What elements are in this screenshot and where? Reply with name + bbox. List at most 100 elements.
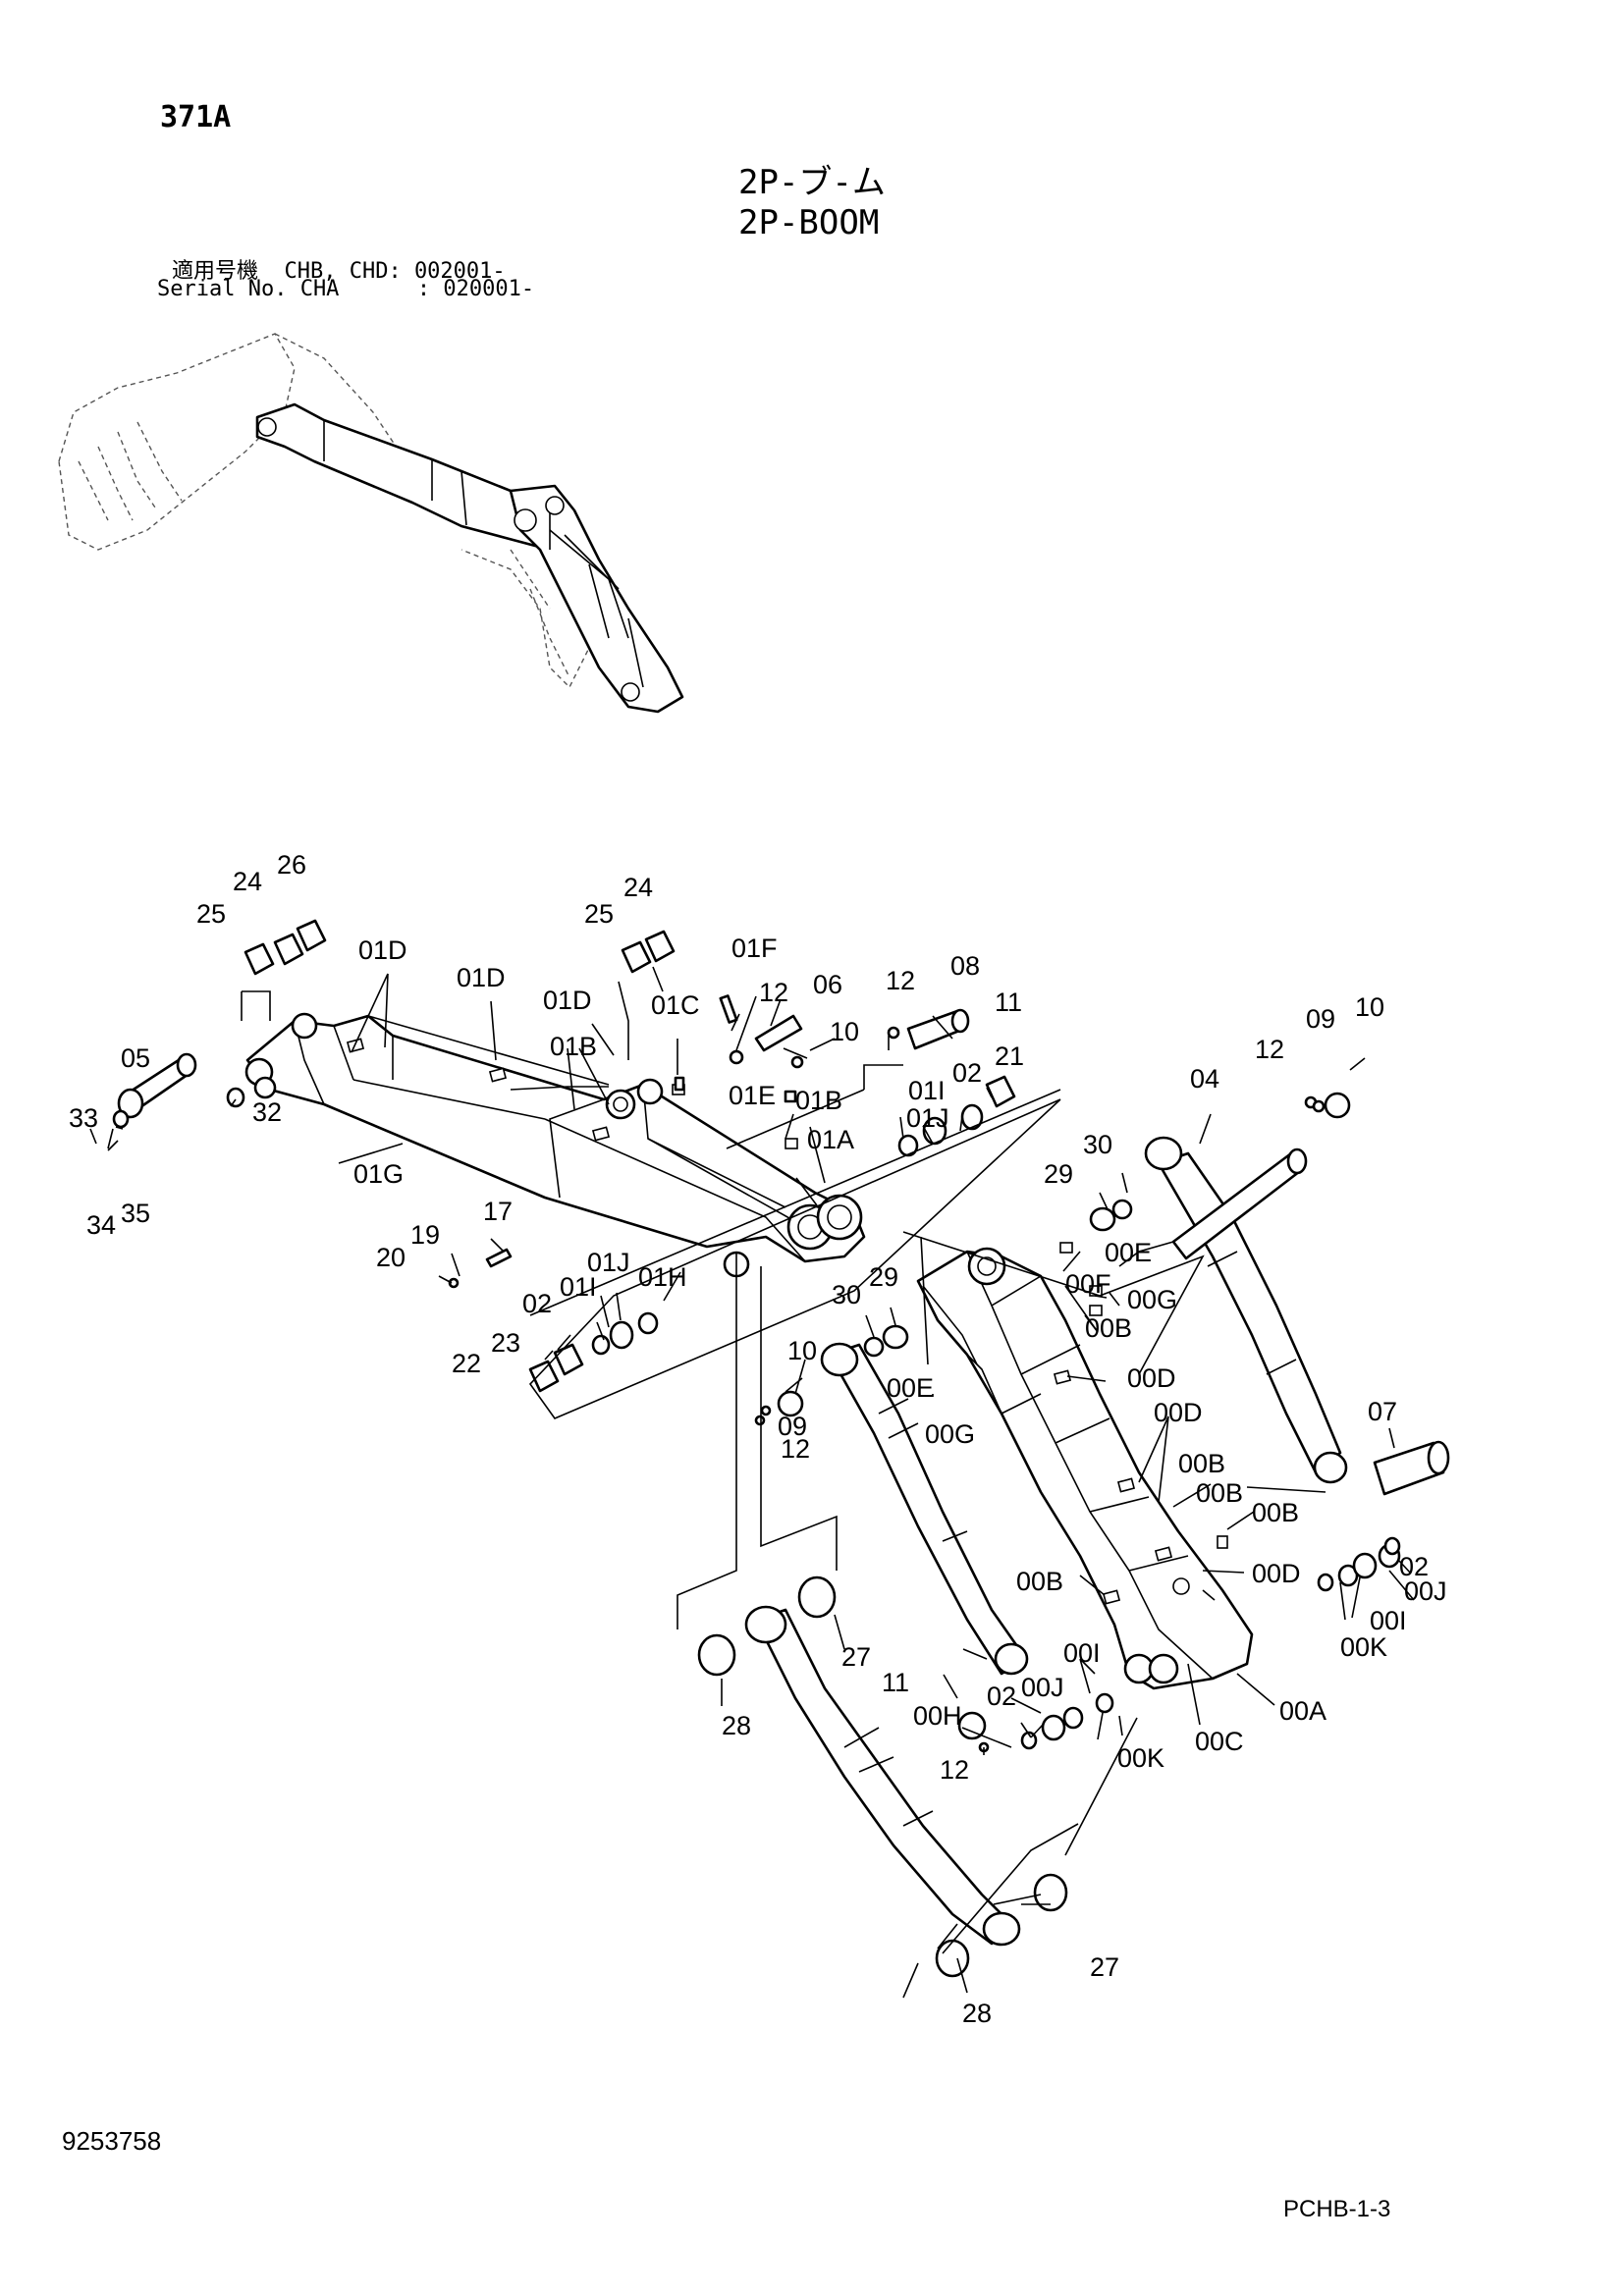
- pin-05: [117, 1052, 197, 1119]
- callout-label: 11: [995, 988, 1022, 1017]
- callout-label: 01C: [651, 990, 700, 1020]
- callout-label: 00E: [1105, 1238, 1152, 1267]
- callout-label: 01D: [543, 986, 592, 1015]
- callout-label: 20: [376, 1243, 406, 1272]
- callout-label: 34: [86, 1210, 116, 1240]
- callout-label: 00C: [1195, 1727, 1244, 1756]
- callout-label: 10: [1355, 992, 1384, 1022]
- callout-label: 00F: [1065, 1269, 1111, 1299]
- callout-label: 33: [69, 1103, 98, 1133]
- bushings-washers: [112, 994, 1401, 1753]
- title-japanese: 2P-ブ-ム: [738, 163, 886, 202]
- callout-label: 26: [277, 850, 306, 880]
- serial-applicability-line-2: Serial No. CHA : 020001-: [157, 277, 535, 301]
- callout-label: 01H: [638, 1262, 687, 1292]
- callout-label: 12: [940, 1755, 969, 1785]
- callout-label: 02: [1399, 1552, 1429, 1581]
- second-boom-00A: [916, 1242, 1254, 1690]
- callout-label: 19: [410, 1220, 440, 1250]
- callout-label: 23: [491, 1328, 520, 1358]
- callout-label: 21: [995, 1041, 1024, 1071]
- callout-label: 01D: [358, 935, 407, 965]
- callout-label: 00E: [887, 1373, 934, 1403]
- callout-label: 00B: [1178, 1449, 1225, 1478]
- hydraulic-cylinder-middle: [820, 1342, 1029, 1676]
- page-reference: PCHB-1-3: [1283, 2196, 1391, 2222]
- callout-label: 01B: [795, 1086, 842, 1115]
- callout-label: 10: [830, 1017, 859, 1046]
- callout-label: 00I: [1063, 1638, 1101, 1668]
- leader-lines: [107, 973, 1415, 1994]
- callout-label: 10: [787, 1336, 817, 1365]
- callout-label: 00H: [913, 1701, 962, 1731]
- callout-label: 25: [584, 899, 614, 929]
- callout-label: 00J: [1021, 1673, 1064, 1702]
- callout-label: 04: [1190, 1064, 1219, 1094]
- callout-label: 30: [1083, 1130, 1112, 1159]
- callout-labels: 26 24 25 01D 01D 25 24 01F 12 06 12 08 1…: [69, 850, 1447, 2028]
- title-english: 2P-BOOM: [738, 203, 880, 242]
- callout-label: 00K: [1340, 1632, 1387, 1662]
- callout-label: 12: [781, 1434, 810, 1464]
- callout-label: 01I: [560, 1272, 597, 1302]
- callout-label: 01J: [906, 1103, 949, 1133]
- callout-label: 00D: [1154, 1398, 1203, 1427]
- callout-label: 07: [1368, 1397, 1397, 1426]
- callout-label: 00D: [1127, 1363, 1176, 1393]
- callout-label: 02: [952, 1058, 982, 1088]
- callout-label: 01B: [550, 1032, 597, 1061]
- callout-label: 01I: [908, 1076, 946, 1105]
- callout-label: 12: [1255, 1035, 1284, 1064]
- page-code: 371A: [160, 100, 232, 134]
- pin-07: [1373, 1440, 1450, 1496]
- callout-label: 01J: [587, 1248, 630, 1277]
- callout-label: 00B: [1085, 1313, 1132, 1343]
- callout-label: 09: [778, 1412, 807, 1441]
- main-boom-01A: [244, 1012, 866, 1278]
- drawing-number: 9253758: [62, 2126, 162, 2156]
- callout-label: 00B: [1252, 1498, 1299, 1527]
- pin-06: [754, 1014, 803, 1052]
- callout-label: 25: [196, 899, 226, 929]
- callout-label: 00G: [925, 1419, 975, 1449]
- callout-label: 02: [987, 1682, 1016, 1711]
- callout-label: 06: [813, 970, 842, 999]
- callout-label: 00J: [1404, 1576, 1447, 1606]
- callout-label: 01D: [457, 963, 506, 992]
- callout-label: 00I: [1370, 1606, 1407, 1635]
- callout-label: 32: [252, 1097, 282, 1127]
- callout-label: 30: [832, 1280, 861, 1309]
- callout-label: 00B: [1196, 1478, 1243, 1508]
- callout-label: 27: [841, 1642, 871, 1672]
- callout-label: 01F: [731, 934, 778, 963]
- callout-label: 17: [483, 1197, 513, 1226]
- callout-label: 22: [452, 1349, 481, 1378]
- callout-label: 24: [623, 873, 653, 902]
- callout-label: 00G: [1127, 1285, 1177, 1314]
- pin-04: [1171, 1148, 1308, 1260]
- callout-label: 28: [722, 1711, 751, 1740]
- callout-label: 24: [233, 867, 262, 896]
- callout-label: 27: [1090, 1952, 1119, 1982]
- callout-label: 12: [886, 966, 915, 995]
- callout-label: 01G: [353, 1159, 404, 1189]
- shim-plates: [244, 919, 1068, 1978]
- callout-label: 01E: [729, 1081, 776, 1110]
- callout-label: 00K: [1117, 1743, 1164, 1773]
- pin-08: [906, 1008, 970, 1050]
- callout-label: 00B: [1016, 1567, 1063, 1596]
- callout-label: 28: [962, 1999, 992, 2028]
- callout-label: 09: [1306, 1004, 1335, 1034]
- hydraulic-cylinder-lower: [744, 1605, 1021, 1947]
- callout-label: 12: [759, 978, 788, 1007]
- callout-label: 02: [522, 1289, 552, 1318]
- callout-label: 01A: [807, 1125, 854, 1154]
- bolts: [89, 1015, 1366, 1699]
- callout-label: 00D: [1252, 1559, 1301, 1588]
- callout-label: 11: [882, 1668, 909, 1697]
- callout-label: 29: [869, 1262, 898, 1292]
- callout-label: 29: [1044, 1159, 1073, 1189]
- callout-label: 05: [121, 1043, 150, 1073]
- callout-label: 08: [950, 951, 980, 981]
